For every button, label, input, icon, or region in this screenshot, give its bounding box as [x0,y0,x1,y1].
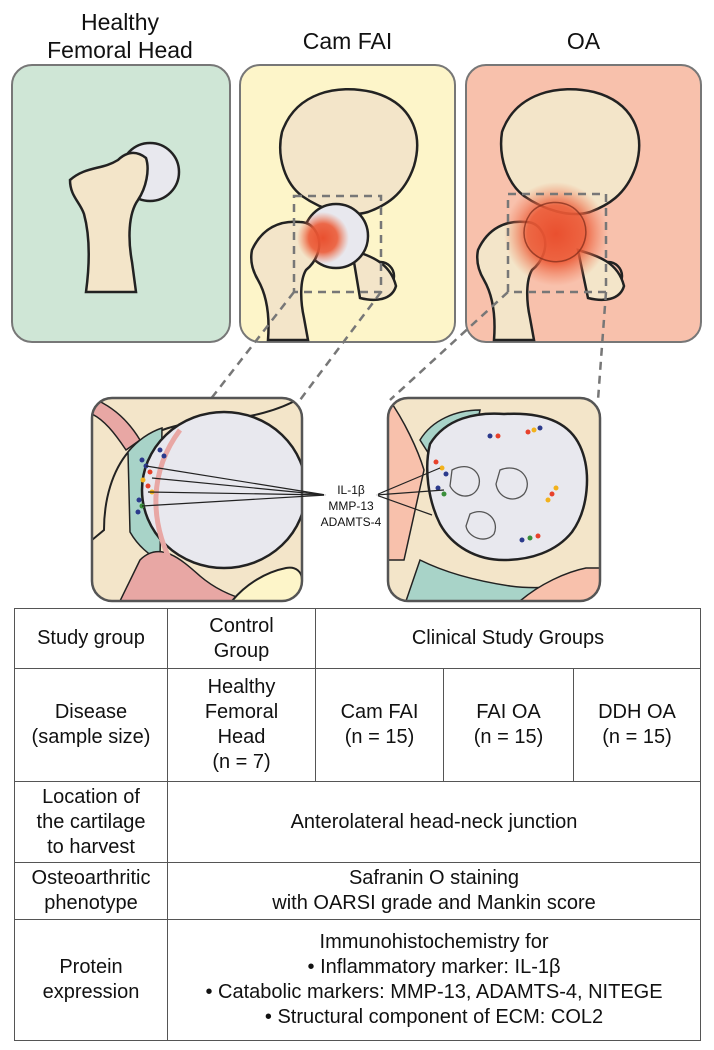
list-item: Catabolic markers: MMP-13, ADAMTS-4, NIT… [172,980,696,1005]
cell-line: Group [213,639,270,662]
table-row: Disease (sample size) Healthy Femoral He… [14,668,702,782]
fai-oa-cell: FAI OA (n = 15) [443,668,574,782]
cam-panel-title: Cam FAI [302,28,393,54]
cell-line: Safranin O staining [348,867,520,889]
oa-panel-title: OA [566,28,601,54]
cell-line: DDH OA [598,701,676,723]
protein-expression-cell: Immunohistochemistry for Inflammatory ma… [166,919,702,1041]
cell-line: phenotype [44,892,138,914]
oa-lesion [504,182,608,286]
phenotype-cell: Safranin O staining with OARSI grade and… [166,862,702,920]
cell-line: expression [42,981,140,1003]
location-cell: Anterolateral head-neck junction [166,781,702,863]
control-group-header: Control Group [167,608,316,669]
cell-line: the cartilage [36,810,146,833]
cell-line: Disease [54,701,128,723]
cell-line: Control [209,614,274,637]
cam-fai-cell: Cam FAI (n = 15) [315,668,444,782]
cam-lesion [297,212,349,264]
marker-il1b: IL-1β [337,483,365,497]
oa-zoom-box [506,192,608,294]
oa-detail-panel [386,396,602,603]
cam-detail-panel [90,396,304,603]
healthy-femur-icon [68,141,181,294]
table-row: Osteoarthritic phenotype Safranin O stai… [14,862,702,920]
cell-line: Location of [42,785,140,808]
row-label-study-group: Study group [14,608,168,669]
marker-pointer-lines [141,465,445,516]
healthy-group-cell: Healthy Femoral Head (n = 7) [167,668,316,782]
cell-line: Healthy [207,676,276,698]
study-design-table: Study group Control Group Clinical Study… [14,608,702,1041]
cell-line: Head [217,726,266,748]
healthy-title-line: Healthy [81,9,159,35]
cell-line: FAI OA [476,701,541,723]
marker-adamts4: ADAMTS-4 [321,515,382,529]
ddh-oa-cell: DDH OA (n = 15) [572,668,702,782]
row-label-phenotype: Osteoarthritic phenotype [14,862,168,920]
row-label-protein: Protein expression [14,919,168,1041]
oa-panel [465,64,702,343]
cell-line: to harvest [47,835,135,858]
table-row: Location of the cartilage to harvest Ant… [14,781,702,863]
list-item: Inflammatory marker: IL-1β [172,955,696,980]
cell-line: (n = 15) [344,726,415,748]
cell-line: Protein [59,956,123,978]
ihc-heading: Immunohistochemistry for [319,931,549,953]
zoom-connectors [209,291,608,401]
healthy-panel-title: Healthy Femoral Head [10,8,230,64]
cam-detail-cells [135,447,167,515]
healthy-panel [11,64,231,343]
cam-zoom-box [292,194,383,294]
oa-pelvis-icon [476,88,641,342]
cell-line: with OARSI grade and Mankin score [272,892,596,914]
cell-line: (sample size) [31,726,151,748]
marker-label: IL-1β MMP-13 ADAMTS-4 [321,480,382,534]
row-label-location: Location of the cartilage to harvest [14,781,168,863]
cam-pelvis-icon [250,88,419,342]
table-row: Protein expression Immunohistochemistry … [14,919,702,1041]
row-label-disease: Disease (sample size) [14,668,168,782]
marker-mmp13: MMP-13 [328,499,374,513]
cam-detail-frame [90,396,304,603]
cell-line: (n = 15) [473,726,544,748]
cell-line: Femoral [204,701,279,723]
healthy-title-line: Femoral Head [47,37,193,63]
cell-line: Osteoarthritic [31,867,151,889]
cell-line: (n = 7) [212,751,271,773]
oa-detail-cells [433,425,559,543]
cell-line: Cam FAI [340,701,419,723]
list-item: Structural component of ECM: COL2 [172,1005,696,1030]
cam-panel [239,64,456,343]
cell-line: (n = 15) [602,726,672,748]
table-row: Study group Control Group Clinical Study… [14,608,702,669]
clinical-groups-header: Clinical Study Groups [314,608,702,669]
hip-illustration: IL-1β MMP-13 ADAMTS-4 [11,64,702,603]
